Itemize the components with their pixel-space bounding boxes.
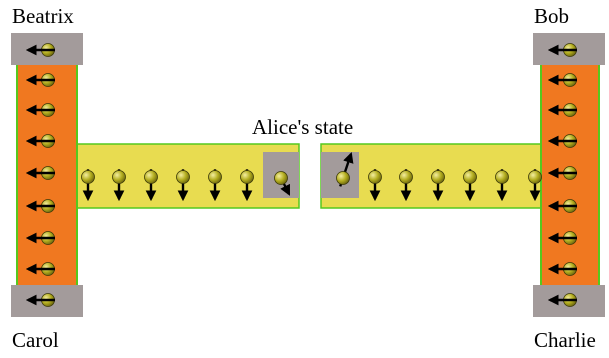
spin-left-icon [25, 199, 55, 213]
spin-left-icon [547, 199, 577, 213]
spin-left-icon [25, 262, 55, 276]
spin-left-icon [547, 103, 577, 117]
spin-down-icon [112, 169, 126, 202]
spin-down-icon [240, 169, 254, 202]
spin-down-icon [495, 169, 509, 202]
spin-down-icon [144, 169, 158, 202]
spins-layer [25, 43, 577, 307]
spin-left-icon [25, 293, 55, 307]
label-charlie: Charlie [534, 328, 596, 352]
spin-down-icon [81, 169, 95, 202]
spin-left-icon [25, 134, 55, 148]
spin-down-icon [463, 169, 477, 202]
spin-down-icon [176, 169, 190, 202]
label-beatrix: Beatrix [12, 4, 74, 28]
spin-tilted-icon [274, 171, 291, 196]
spin-left-icon [547, 73, 577, 87]
spin-left-icon [547, 293, 577, 307]
spin-left-icon [547, 134, 577, 148]
spin-left-icon [547, 231, 577, 245]
spin-left-icon [25, 73, 55, 87]
label-carol: Carol [12, 328, 59, 352]
label-bob: Bob [534, 4, 570, 28]
spin-left-icon [547, 43, 577, 57]
spin-tilted-icon [336, 151, 354, 187]
spin-down-icon [208, 169, 222, 202]
spin-down-icon [528, 169, 542, 202]
spin-down-icon [368, 169, 382, 202]
spin-left-icon [25, 103, 55, 117]
spin-left-icon [547, 262, 577, 276]
spin-left-icon [25, 43, 55, 57]
spin-left-icon [25, 231, 55, 245]
label-alice-state: Alice's state [252, 115, 354, 139]
spin-left-icon [547, 166, 577, 180]
spin-left-icon [25, 166, 55, 180]
spin-down-icon [431, 169, 445, 202]
spin-down-icon [399, 169, 413, 202]
